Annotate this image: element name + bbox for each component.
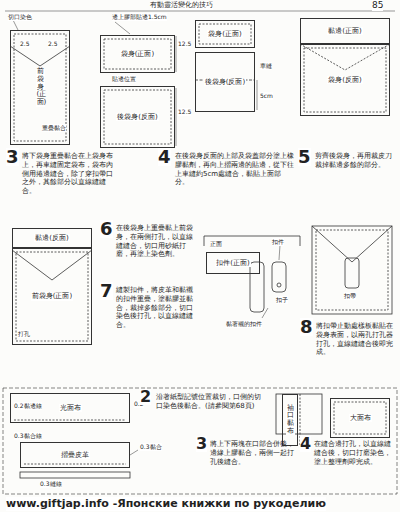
running-header: 有動靈活變化的技巧 (150, 1, 213, 10)
pattern-piece: 後袋身(反面) (100, 86, 175, 148)
part-note: 切口染色 (8, 13, 32, 21)
pattern-piece: 摺疊皮革 (20, 442, 130, 468)
piece-label: 光面布 (59, 404, 82, 412)
dimension: 12.5 (178, 108, 191, 116)
piece-label: 前袋身(正面) (31, 292, 73, 300)
piece-label: 摺疊皮革 (60, 451, 90, 459)
dimension: 0.3黏合 (140, 443, 162, 451)
part-note: 重疊黏合 (42, 124, 66, 132)
step-number: 4 (300, 436, 311, 452)
step-number: 8 (300, 318, 313, 336)
part-note: 黏著襯的扣件 (226, 320, 262, 328)
piece-label: 黏邊(正面) (327, 27, 362, 35)
step-text: 將下袋身重疊黏合在上袋身布上，再車縫固定袋布，袋布內側用捲邊縫合，除了穿扣帶口之… (22, 152, 114, 196)
dimension: 0.3縫線 (40, 480, 62, 488)
piece-label: 大面布 (349, 414, 372, 422)
step-text: 在縫合邊打孔，以直線縫縫合後，切口打磨染色，塗上整理劑即完成。 (314, 440, 394, 466)
piece-label: 袋身(正面) (120, 50, 155, 58)
piece-label: 袖口黏布 (286, 405, 295, 436)
pattern-piece: 黏邊(反面) (12, 228, 92, 248)
step-text: 在後袋身上重疊黏上前袋身，在兩側打孔，以直線縫縫合，切口用砂紙打磨，再塗上染色劑… (116, 224, 198, 259)
step-text: 縫製扣件，將皮革和黏襯的扣件重疊，塗黏膠並黏合，裁掉多餘部分，切口染色後打孔，以… (116, 286, 198, 330)
step-number: 5 (298, 148, 311, 166)
part-note: 打孔 (18, 330, 30, 338)
piece-label: 黏邊(反面) (34, 234, 69, 242)
dimension: 0.3黏合線 (14, 432, 42, 440)
page-number: 85 (372, 0, 383, 11)
part-note: 正面 (210, 240, 222, 248)
pattern-piece: 袖口黏布 (282, 394, 298, 446)
piece-label: 袋身(正面) (207, 30, 242, 38)
piece-label: 前袋身(正面) (36, 68, 45, 106)
step-text: 在後袋身反面的上部及袋蓋部分塗上橡膠黏劑，再向上摺兩邊的貼邊，從下往上車縫約5c… (175, 152, 295, 187)
step-number: 6 (100, 220, 113, 238)
piece-label: 後袋身(反面) (204, 78, 246, 86)
pattern-piece: 後袋身(反面) (195, 52, 255, 112)
pattern-piece: 袋身(反面) (300, 44, 390, 116)
pattern-piece: 袋身(正面) (100, 35, 175, 73)
dimension: 2.5 (20, 40, 30, 48)
dimension: 2.5 (48, 40, 58, 48)
step-number: 7 (100, 282, 113, 300)
part-note: 扣件 (272, 238, 284, 246)
pattern-piece: 黏邊(正面) (300, 18, 390, 44)
step-number: 3 (6, 148, 19, 166)
step-number: 4 (158, 148, 171, 166)
part-note: 車縫 (260, 62, 272, 70)
dimension: 0.2黏邊線 (14, 402, 42, 410)
dimension: 12.5 (178, 40, 191, 48)
piece-label: 袋身(反面) (327, 76, 362, 84)
dimension: 5cm (260, 92, 273, 100)
part-note: 扣帶 (344, 292, 356, 300)
piece-label: 扣件(正面) (215, 259, 250, 267)
step-text: 將扣帶止動處樣板黏貼在袋身表面，以兩孔打孔器打孔，直線縫縫合後即完成。 (316, 322, 396, 357)
piece-label: 後袋身(反面) (116, 113, 158, 121)
part-note: 邊上膠部貼邊1.5cm (112, 13, 167, 21)
watermark: www.giftjap.info -Японские книжки по рук… (6, 497, 326, 511)
step-text: 剪齊後袋身，再用裁皮刀裁掉黏邊多餘的部分。 (315, 152, 395, 170)
step-text: 將上下兩塊在口部合併後，邊緣上膠黏合，兩側一起打孔後縫合。 (210, 440, 296, 466)
step-number: 3 (196, 436, 207, 452)
part-note: 扣子 (276, 296, 288, 304)
step-number: 2 (140, 389, 151, 405)
pattern-piece: 大面布 (330, 398, 390, 438)
pattern-piece: 扣件(正面) (206, 252, 260, 274)
part-note: 貼邊位置 (112, 75, 136, 83)
step-text: 沿著紙型記號位置裁切，口側的切口染色後黏合。(請參閱第68頁) (156, 393, 266, 411)
pattern-piece: 袋身(正面) (195, 20, 255, 48)
